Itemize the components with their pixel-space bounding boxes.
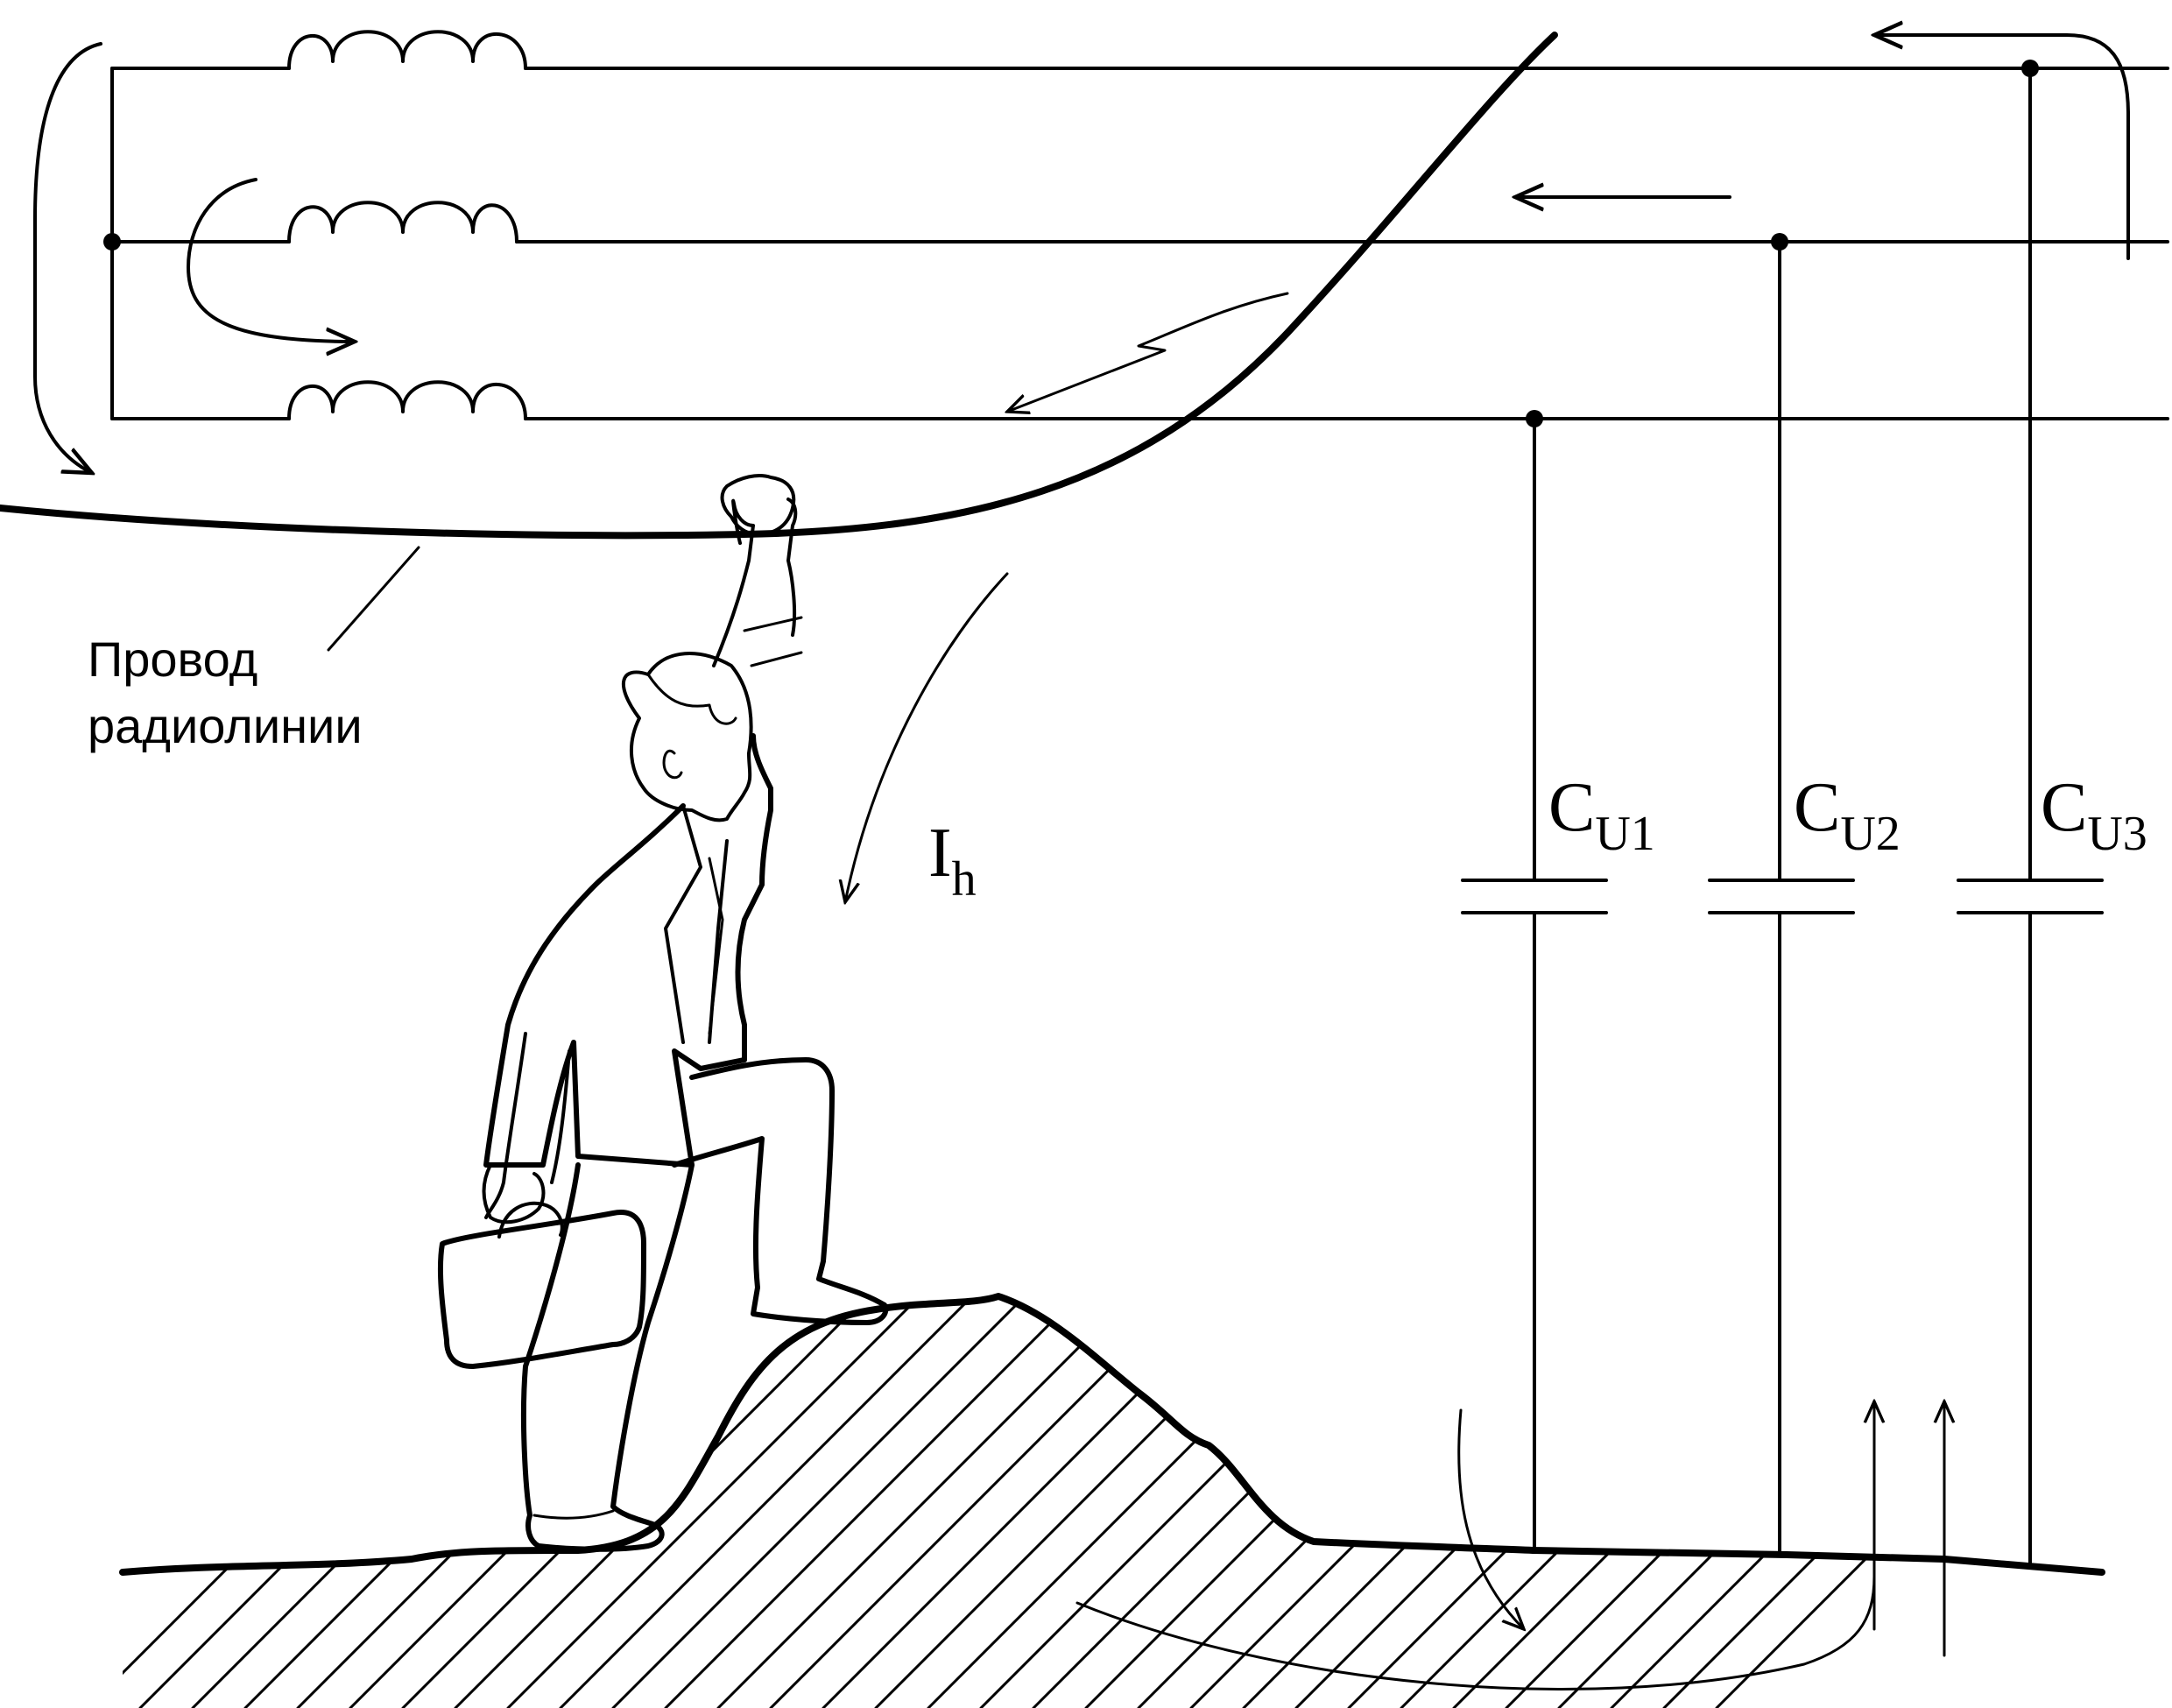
ear — [662, 750, 683, 780]
radio-line-wire — [0, 32, 1558, 540]
wire-label-line1: Провод — [88, 632, 257, 687]
ground-surface — [119, 1293, 2105, 1576]
capacitor-3-label: CU3 — [2041, 769, 2147, 861]
standing-leg — [520, 1162, 695, 1552]
neutral-node — [103, 233, 121, 251]
winding-phase-1 — [287, 30, 527, 70]
ground-hatching — [123, 1296, 2102, 1708]
body-current-arrow — [845, 572, 1009, 902]
current-arrows — [33, 35, 2130, 1691]
briefcase — [437, 1210, 646, 1369]
shoe-line — [532, 1509, 615, 1520]
three-phase-lines — [103, 67, 2169, 420]
jacket-lapel — [664, 804, 729, 1044]
fist — [720, 474, 796, 536]
sleeve-cuff — [743, 616, 803, 667]
winding-phase-3 — [287, 380, 527, 420]
ground-return-curve — [1075, 1575, 1876, 1691]
winding-loop-arrow — [187, 178, 355, 342]
capacitor-labels: CU1 CU2 CU3 — [1548, 769, 2147, 861]
left-loop-arrow — [33, 42, 102, 473]
winding-phase-2 — [287, 201, 518, 243]
spark-zigzag-icon — [1007, 292, 1289, 412]
raised-leg — [672, 1057, 889, 1325]
hand — [482, 1163, 546, 1225]
tie — [708, 857, 724, 1035]
generator-windings — [287, 30, 527, 420]
wire-label-line2: радиолинии — [88, 698, 363, 753]
wire-label-pointer — [327, 546, 420, 652]
ground — [119, 1293, 2105, 1708]
capacitor-2-label: CU2 — [1794, 769, 1900, 861]
return-arrow-top-right — [1874, 35, 2130, 260]
jacket-outline — [483, 733, 773, 1168]
lower-arm — [484, 1032, 571, 1219]
capacitor-1-label: CU1 — [1548, 769, 1655, 861]
capacitor-branches — [1461, 60, 2104, 1570]
body-current-label: Ih — [928, 815, 977, 907]
hair — [646, 673, 737, 725]
briefcase-handle — [497, 1201, 564, 1239]
man-figure — [437, 474, 889, 1552]
head — [622, 652, 753, 822]
